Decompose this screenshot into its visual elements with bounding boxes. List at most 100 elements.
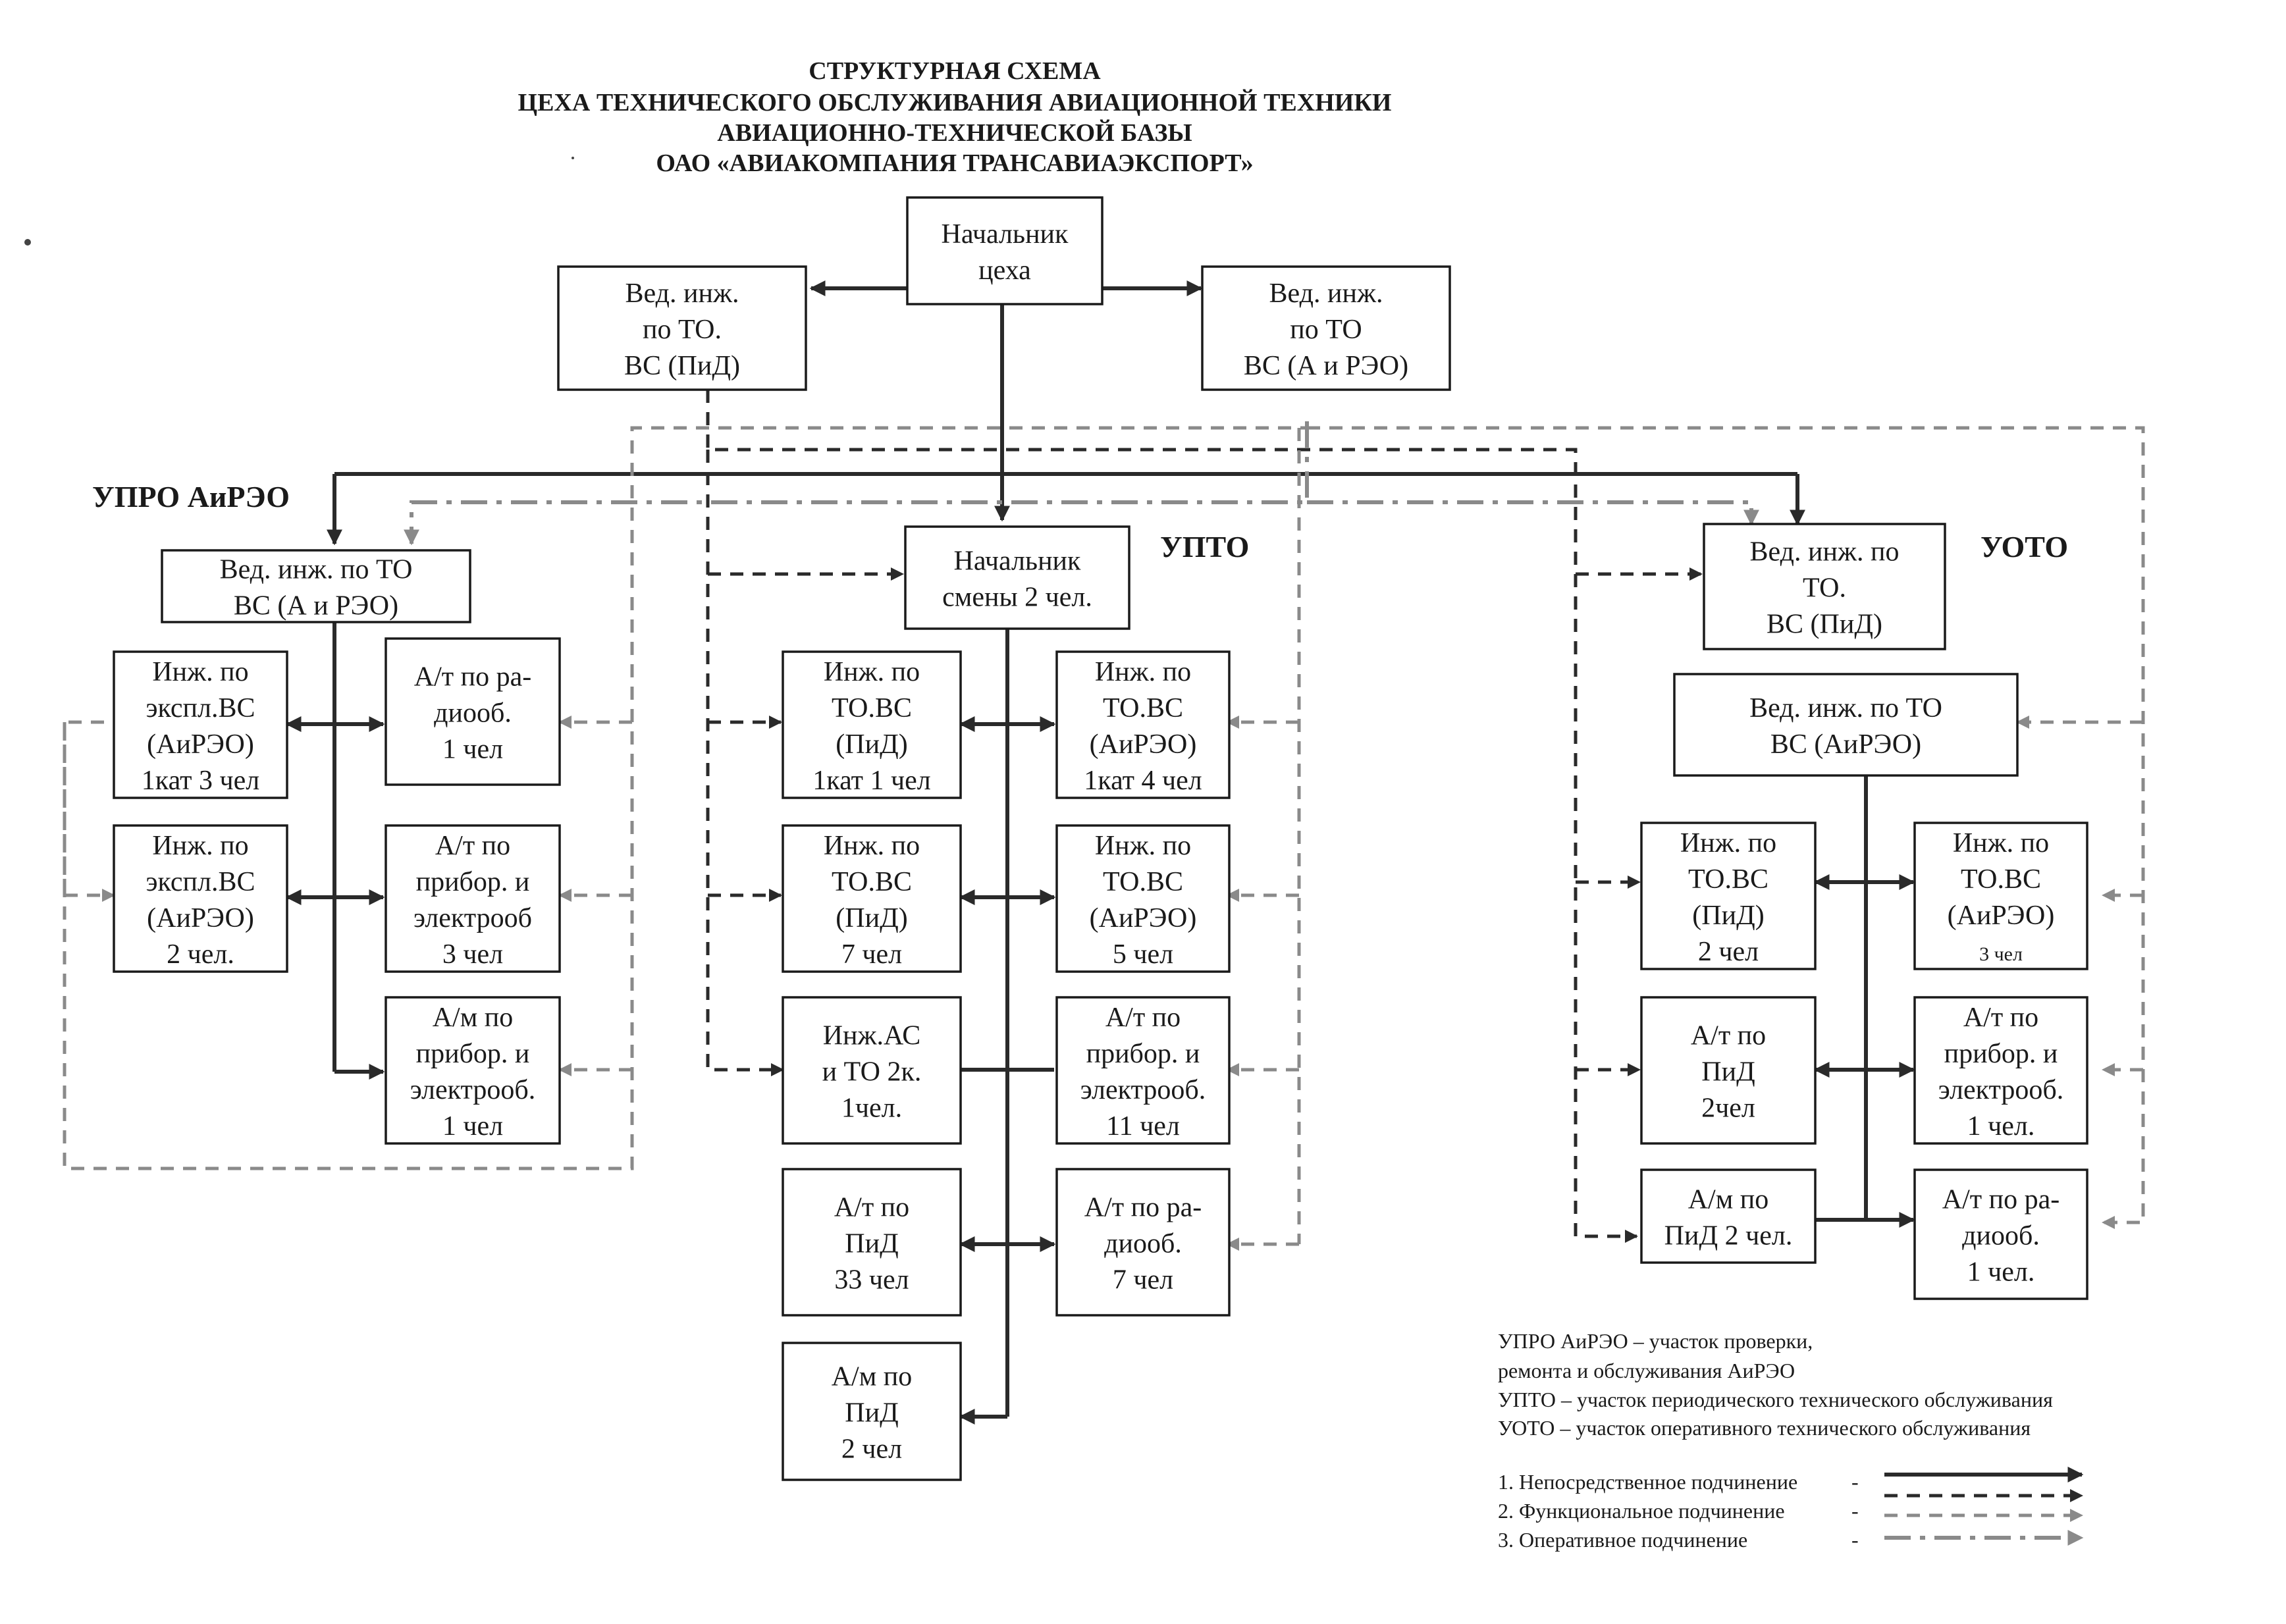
dashed-arrow [706, 390, 1638, 1243]
box-frame [1055, 650, 1231, 799]
box-text-line: ПиД 2 чел. [1664, 1220, 1793, 1251]
gray-dashed-arrow [1307, 426, 2145, 1229]
box-frame [1640, 1168, 1817, 1264]
box-frame [1055, 996, 1231, 1145]
box-text-line: ТО.ВС [1103, 867, 1183, 897]
box-text-line: Инж.АС [823, 1020, 921, 1051]
box-text-line: 1чел. [841, 1093, 902, 1123]
box-text-line: ВС (АиРЭО) [1770, 729, 1921, 760]
title-line-1: СТРУКТУРНАЯ СХЕМА [809, 57, 1101, 85]
box-frame [1055, 1168, 1231, 1317]
box-text-line: ТО. [1803, 573, 1846, 603]
box-text-line: по ТО. [643, 315, 722, 345]
box-text-line: диооб. [1962, 1220, 2040, 1251]
box-text-line: Вед. инж. [1269, 278, 1383, 309]
upro-radio-technician-box: А/т по ра-диооб.1 чел [385, 637, 561, 786]
box-text-line: А/м по [832, 1361, 913, 1392]
abbreviation-line: ремонта и обслуживания АиРЭО [1498, 1359, 1795, 1382]
scan-speck [572, 157, 574, 159]
box-text-line: 7 чел [1113, 1265, 1173, 1295]
box-text-line: диооб. [434, 698, 512, 728]
box-text-line: (ПиД) [836, 903, 907, 933]
box-text-line: экспл.ВС [146, 693, 255, 723]
box-text-line: Инж. по [152, 831, 248, 861]
box-text-line: А/т по [1691, 1020, 1766, 1051]
upro-instrument-technician-box: А/т по прибор. и электрооб 3 чел [385, 824, 561, 973]
box-text-line: 2чел [1701, 1093, 1755, 1123]
box-text-line: 3 чел [442, 939, 503, 970]
box-frame [1673, 673, 2019, 777]
box-text-line: ТО.ВС [1103, 693, 1183, 723]
box-text-line: прибор. и [1086, 1039, 1200, 1069]
box-frame [782, 650, 962, 799]
box-text-line: Инж. по [1095, 657, 1191, 687]
box-text-line: ВС (А и РЭО) [234, 590, 398, 621]
abbreviation-line: УОТО – участок оперативного технического… [1498, 1416, 2031, 1440]
box-text-line: ПиД [1701, 1057, 1755, 1087]
box-text-line: 1кат 3 чел [142, 766, 259, 796]
box-text-line: электрооб. [1938, 1075, 2063, 1105]
box-text-line: А/т по [435, 831, 510, 861]
box-frame [1640, 996, 1817, 1145]
box-frame [1640, 822, 1817, 970]
box-frame [782, 1168, 962, 1317]
box-text-line: 2 чел [841, 1434, 902, 1464]
box-text-line: ВС (ПиД) [624, 351, 740, 381]
box-text-line: 2 чел [1698, 937, 1759, 967]
box-frame [113, 824, 288, 973]
box-text-line: А/т по ра- [1084, 1192, 1202, 1222]
box-text-line: ВС (А и РЭО) [1244, 351, 1408, 381]
box-text-line: 3 чел [1979, 943, 2023, 965]
box-text-line: 1кат 4 чел [1084, 766, 1202, 796]
box-text-line: прибор. и [1944, 1039, 2058, 1069]
box-text-line: электрооб [413, 903, 532, 933]
diagram-title: СТРУКТУРНАЯ СХЕМА ЦЕХА ТЕХНИЧЕСКОГО ОБСЛ… [518, 57, 1392, 177]
box-text-line: диооб. [1104, 1228, 1182, 1259]
box-frame [1055, 824, 1231, 973]
box-text-line: экспл.ВС [146, 867, 255, 897]
scan-speck [24, 239, 31, 246]
upto-engineer-as-box: Инж.АСи ТО 2к.1чел. [782, 996, 962, 1145]
box-text-line: ВС (ПиД) [1767, 609, 1882, 639]
box-text-line: А/т по ра- [1942, 1184, 2060, 1215]
box-frame [385, 824, 561, 973]
box-text-line: Инж. по [1095, 831, 1191, 861]
box-frame [113, 650, 288, 799]
abbreviation-line: УПТО – участок периодического техническо… [1498, 1388, 2053, 1411]
box-text-line: ТО.ВС [832, 867, 912, 897]
uoto-radio-technician-box: А/т по ра-диооб. 1 чел. [1913, 1168, 2088, 1300]
box-text-line: 1 чел. [1967, 1257, 2035, 1287]
box-frame [385, 996, 561, 1145]
box-text-line: Начальник [954, 546, 1081, 576]
box-text-line: Инж. по [824, 831, 920, 861]
box-frame [1913, 996, 2088, 1145]
box-text-line: А/м по [1688, 1184, 1769, 1215]
box-text-line: прибор. и [416, 867, 530, 897]
box-text-line: Начальник [942, 219, 1069, 249]
box-text-line: Инж. по [152, 657, 248, 687]
title-line-3: АВИАЦИОННО-ТЕХНИЧЕСКОЙ БАЗЫ [717, 119, 1192, 147]
legend-dash: - [1851, 1470, 1859, 1494]
box-text-line: 2 чел. [167, 939, 234, 970]
box-text-line: 33 чел [834, 1265, 909, 1295]
box-frame [906, 196, 1103, 305]
box-text-line: А/т по [1963, 1003, 2038, 1033]
box-text-line: А/т по ра- [414, 662, 531, 692]
legend-label-operative: 3. Оперативное подчинение [1498, 1528, 1747, 1552]
connectors [63, 280, 2145, 1425]
box-frame [1913, 822, 2088, 970]
box-text-line: А/м по [433, 1003, 514, 1033]
box-text-line: А/т по [1105, 1003, 1181, 1033]
box-frame [782, 824, 962, 973]
abbreviation-notes: УПРО АиРЭО – участок проверки, ремонта и… [1498, 1329, 2053, 1440]
